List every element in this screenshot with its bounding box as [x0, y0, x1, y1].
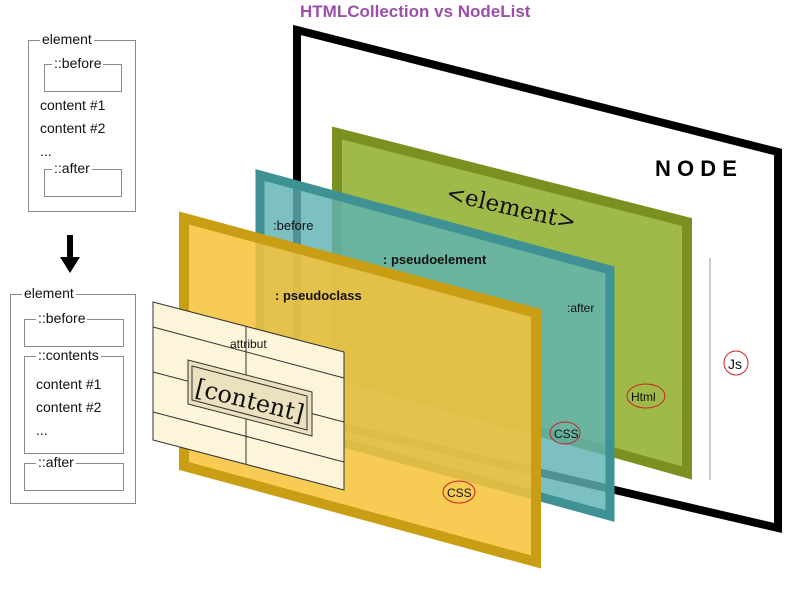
- legend-top-after-label: ::after: [52, 160, 92, 176]
- content-box-inner: [191, 365, 308, 431]
- legend-top-ellipsis: ...: [40, 143, 52, 159]
- attribut-label: attribut: [230, 337, 267, 351]
- legend-bottom-after-label: ::after: [36, 454, 76, 470]
- legend-bottom-before-label: ::before: [36, 310, 88, 326]
- diagram-title: HTMLCollection vs NodeList: [300, 2, 531, 21]
- html-badge-ring: [626, 383, 666, 409]
- node-label: N O D E: [655, 156, 737, 181]
- html-badge: Html: [631, 390, 656, 404]
- pseudoclass-label: : pseudoclass: [275, 288, 362, 303]
- legend-bottom-content1: content #1: [36, 376, 102, 392]
- attribut-row-line-1: [152, 326, 345, 379]
- before-label: :before: [273, 218, 313, 233]
- legend-top-content2: content #2: [40, 120, 106, 136]
- attribut-row-line-3: [152, 411, 345, 463]
- down-arrow-icon: [60, 235, 80, 273]
- js-badge-ring: [723, 350, 749, 376]
- legend-top-content1: content #1: [40, 97, 106, 113]
- legend-top-before-label: ::before: [52, 55, 104, 71]
- css-badge-yellow-ring: [442, 480, 476, 504]
- legend-bottom-content2: content #2: [36, 399, 102, 415]
- js-badge: Js: [728, 356, 742, 372]
- legend-bottom-contents-label: ::contents: [36, 347, 101, 363]
- content-box: [187, 359, 313, 437]
- css-badge-teal-ring: [549, 421, 581, 445]
- pseudoelement-label: : pseudoelement: [383, 252, 487, 267]
- legend-bottom-element-label: element: [22, 285, 76, 301]
- css-badge-teal: CSS: [554, 427, 579, 441]
- legend-top-element-label: element: [40, 31, 94, 47]
- after-label: :after: [567, 301, 594, 315]
- css-badge-yellow: CSS: [447, 486, 472, 500]
- legend-bottom-ellipsis: ...: [36, 422, 48, 438]
